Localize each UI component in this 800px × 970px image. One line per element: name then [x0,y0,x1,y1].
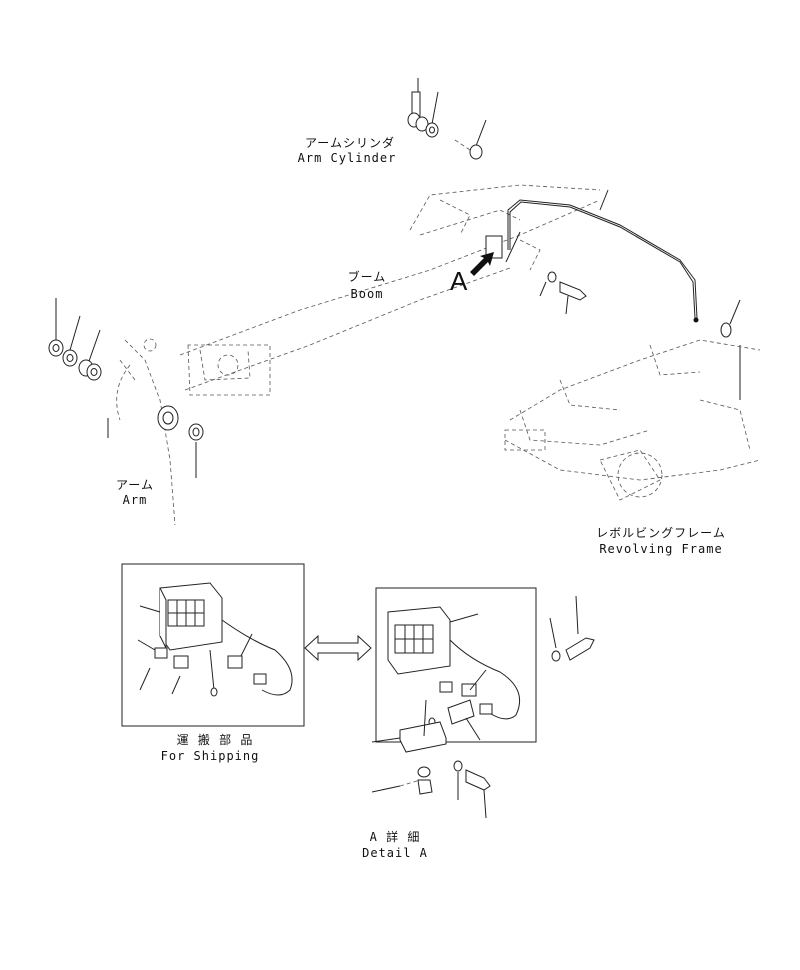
interchange-arrow [304,634,372,662]
arm-cylinder-washers [407,78,487,160]
for-shipping-box [121,563,305,727]
revolving-frame-label-jp: レボルビングフレーム [596,526,726,540]
revolving-frame-outline [504,339,761,501]
arm-washers [48,298,102,381]
frame-grommet [720,299,741,400]
detail-a-mount-bolts [549,595,595,662]
arm-cylinder-label-en: Arm Cylinder [297,151,397,165]
detail-a-arrow [470,252,494,276]
for-shipping-label-en: For Shipping [160,749,260,763]
boom-label-jp: ブーム [347,270,387,284]
for-shipping-label-jp: 運 搬 部 品 [176,733,254,747]
detail-a-label-en: Detail A [362,846,428,860]
boom-label-en: Boom [350,287,384,301]
detail-a-bracket-parts [371,699,491,819]
arm-label-en: Arm [122,493,148,507]
boom-outline [179,184,601,396]
detail-a-label-jp: A 詳 細 [369,830,421,844]
callout-a: A [450,266,468,296]
arm-grommets [157,405,204,478]
detail-a-box [375,587,537,743]
arm-outline [107,338,176,526]
revolving-frame-label-en: Revolving Frame [599,542,723,556]
arm-label-jp: アーム [116,478,154,492]
boom-harness [485,189,699,323]
arm-cylinder-label-jp: アームシリンダ [305,136,395,150]
boom-bolt-set [539,271,587,315]
